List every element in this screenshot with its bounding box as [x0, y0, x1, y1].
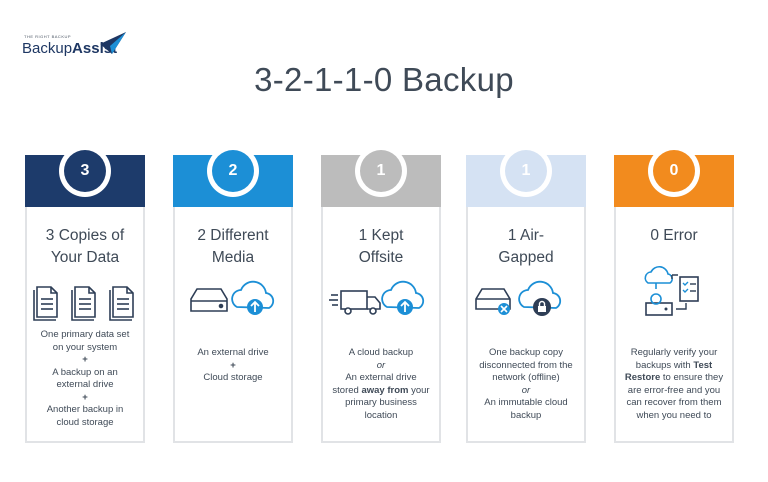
desc-text: your	[408, 384, 430, 396]
desc-bold: away from	[361, 384, 409, 396]
card-title: 3 Copies of Your Data	[27, 225, 143, 269]
desc-bold: Restore	[624, 372, 661, 383]
desc-line: stored away from your	[327, 385, 435, 398]
card-description: One primary data set on your system + A …	[31, 329, 139, 429]
card-icons	[175, 277, 291, 326]
card-description: An external drive + Cloud storage	[179, 347, 287, 385]
card-icons	[323, 277, 439, 326]
desc-text: backups with	[635, 359, 694, 371]
desc-line: An immutable cloud	[484, 397, 568, 408]
desc-line: on your system	[52, 341, 118, 353]
document-icon	[71, 286, 96, 321]
paper-plane-icon	[100, 32, 126, 54]
desc-plus: +	[82, 391, 88, 403]
card-title-line-1: 1 Air-	[507, 227, 545, 244]
desc-line: are error-free and you	[627, 384, 721, 396]
disconnected-drive-icon	[475, 288, 511, 315]
card-title-line-1: 2 Different	[197, 227, 269, 244]
cloud-lock-icon	[518, 280, 562, 316]
number-circle: 3	[59, 145, 111, 197]
number-circle: 2	[207, 145, 259, 197]
desc-line: Another backup in	[46, 404, 124, 415]
truck-icon	[329, 290, 381, 315]
desc-line: Regularly verify your	[630, 347, 718, 358]
card-title: 0 Error	[616, 225, 732, 247]
logo-tagline: THE RIGHT BACKUP	[24, 34, 72, 39]
card-description: One backup copy disconnected from the ne…	[472, 347, 580, 422]
desc-line: external drive	[56, 379, 114, 390]
desc-or: or	[521, 384, 531, 396]
desc-line: backups with Test	[620, 360, 728, 373]
desc-line: backup	[510, 409, 542, 421]
desc-line: Restore to ensure they	[620, 372, 728, 385]
card: 0 Error Regularly verify y	[614, 207, 734, 443]
card-description: Regularly verify your backups with Test …	[620, 347, 728, 422]
desc-line: cloud storage	[56, 416, 114, 428]
card: 1 Air-Gapped One backup copy discon	[466, 207, 586, 443]
card-icons	[616, 265, 732, 328]
card-icons	[468, 277, 584, 326]
logo-word-backup: Backup	[22, 40, 73, 57]
desc-or: or	[376, 359, 386, 371]
desc-line: when you need to	[636, 409, 712, 421]
card-title-line-2: Media	[211, 249, 255, 266]
hard-drive-icon	[190, 288, 228, 312]
card-title: 1 Air- Gapped	[468, 225, 584, 269]
number-circle: 1	[355, 145, 407, 197]
number-circle: 0	[648, 145, 700, 197]
desc-plus: +	[230, 359, 236, 371]
desc-text: stored	[332, 384, 362, 396]
desc-line: can recover from them	[626, 397, 722, 408]
card-description: A cloud backup or An external drive stor…	[327, 347, 435, 422]
desc-line: disconnected from the	[479, 359, 573, 371]
number-badge: 3	[64, 150, 106, 192]
desc-line: network (offline)	[492, 372, 560, 383]
desc-line: location	[364, 409, 398, 421]
number-badge: 1	[505, 150, 547, 192]
card-title-line-1: 0 Error	[650, 227, 698, 244]
restore-verify-icon	[644, 266, 699, 316]
card-title-line-2: Gapped	[498, 249, 554, 266]
number-badge: 1	[360, 150, 402, 192]
card: 3 Copies of Your Data	[25, 207, 145, 443]
page-title: 3-2-1-1-0 Backup	[254, 61, 514, 98]
desc-line: A cloud backup	[348, 347, 414, 358]
desc-line: One primary data set	[40, 329, 130, 340]
desc-line: primary business	[345, 397, 417, 408]
card-title-line-2: Offsite	[358, 249, 404, 266]
desc-bold: Test	[693, 359, 713, 371]
desc-line: An external drive	[345, 372, 417, 383]
number-badge: 2	[212, 150, 254, 192]
card-title-line-2: Your Data	[50, 249, 120, 266]
cloud-upload-icon	[381, 280, 425, 315]
desc-text: to ensure they	[660, 372, 724, 383]
card-icons	[27, 281, 143, 326]
desc-line: A backup on an	[52, 366, 118, 378]
document-icon	[33, 286, 58, 321]
number-circle: 1	[500, 145, 552, 197]
desc-line: Cloud storage	[203, 372, 263, 383]
number-badge: 0	[653, 150, 695, 192]
card-title-line-1: 1 Kept	[358, 227, 404, 244]
desc-line: An external drive	[197, 347, 269, 358]
desc-line: One backup copy	[489, 347, 563, 358]
document-icon	[109, 286, 134, 321]
card-title-line-1: 3 Copies of	[45, 227, 125, 244]
desc-plus: +	[82, 354, 88, 365]
cloud-upload-icon	[231, 280, 275, 315]
logo-wordmark: BackupAssist	[22, 40, 117, 57]
